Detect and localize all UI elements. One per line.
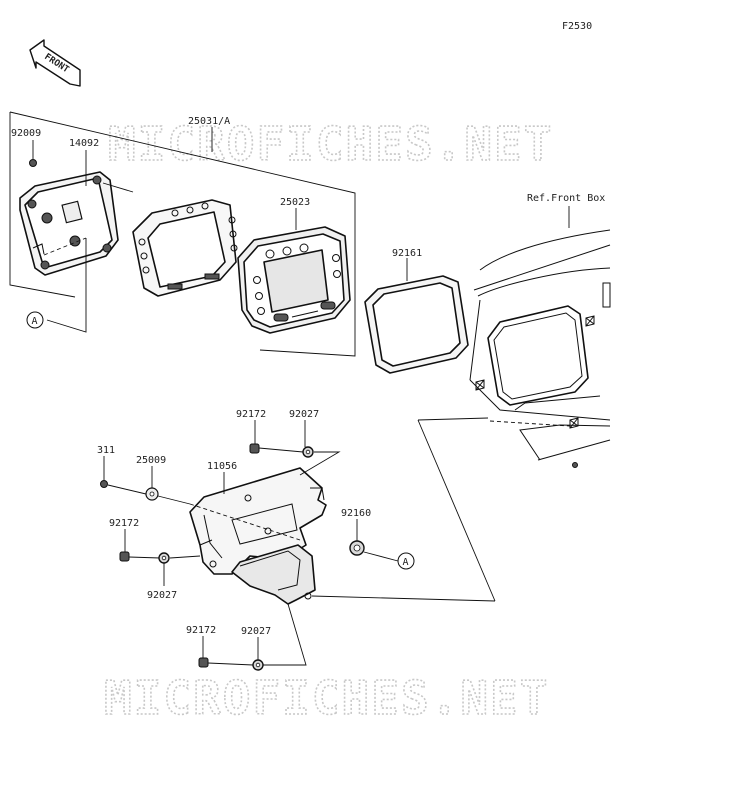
grommet-92160 — [349, 519, 399, 562]
meter-inner-frame — [102, 182, 238, 297]
meter-back-cover — [19, 150, 119, 333]
callout-a-lower-label: A — [403, 557, 409, 568]
nut-92027-c — [252, 603, 307, 671]
watermark-top: MICROFICHES.NET — [108, 117, 553, 171]
bolt-92172-a — [249, 420, 304, 454]
screw-92009 — [29, 140, 37, 167]
seal-92161 — [364, 258, 469, 374]
washer-25009 — [145, 466, 301, 541]
bracket-to-box-line — [311, 595, 496, 602]
bolt-92172-c — [198, 636, 254, 668]
screw-311 — [100, 456, 147, 495]
callout-a-upper: A — [26, 311, 44, 329]
label-front-box: Ref.Front Box — [527, 193, 605, 204]
label-92027-b: 92027 — [147, 590, 177, 601]
callout-a-upper-label: A — [32, 316, 38, 327]
label-11056: 11056 — [207, 461, 237, 472]
nut-92027-a — [299, 420, 341, 476]
label-92172-b: 92172 — [109, 518, 139, 529]
front-arrow-icon: FRONT — [29, 39, 81, 87]
meter-front — [237, 208, 351, 334]
label-25023: 25023 — [280, 197, 310, 208]
label-92172-c: 92172 — [186, 625, 216, 636]
label-92027-a: 92027 — [289, 409, 319, 420]
label-92161: 92161 — [392, 248, 422, 259]
figure-code: F2530 — [562, 21, 592, 32]
label-311: 311 — [97, 445, 115, 456]
bracket-11056 — [189, 467, 327, 605]
label-92160: 92160 — [341, 508, 371, 519]
nut-92027-b — [158, 552, 201, 586]
label-92172-a: 92172 — [236, 409, 266, 420]
bolt-92172-b — [119, 529, 161, 562]
label-92027-c: 92027 — [241, 626, 271, 637]
watermark-bottom: MICROFICHES.NET — [104, 671, 549, 725]
front-box-reference — [417, 206, 611, 602]
label-25009: 25009 — [136, 455, 166, 466]
kit-frame — [9, 111, 356, 357]
callout-a-lower: A — [397, 552, 415, 570]
label-14092: 14092 — [69, 138, 99, 149]
label-92009: 92009 — [11, 128, 41, 139]
label-25031: 25031/A — [188, 116, 230, 127]
